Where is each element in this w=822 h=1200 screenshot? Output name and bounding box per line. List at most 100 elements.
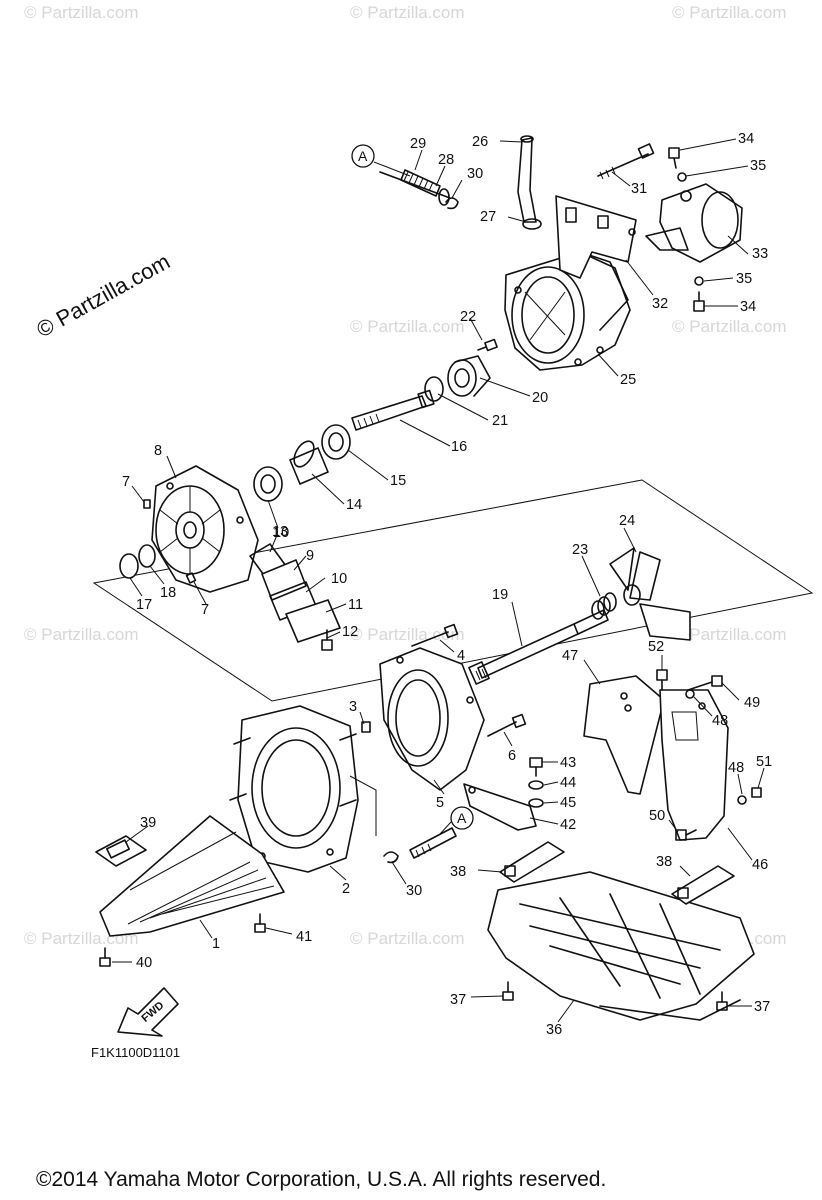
- part-40-bolt: [99, 947, 111, 967]
- part-35-top-washer: [677, 172, 687, 182]
- faint-watermark: © Partzilla.com: [24, 3, 139, 22]
- part-1-intake-grate: [99, 815, 285, 937]
- part-44-washer: [528, 780, 544, 790]
- part-49-bolt: [687, 675, 723, 691]
- part-27-clamp: [522, 218, 542, 230]
- callout-7-lower: 7: [201, 602, 209, 618]
- callout-30-upper: 30: [467, 166, 483, 182]
- callout-3: 3: [349, 699, 357, 715]
- part-48-washer-upper: [685, 689, 695, 699]
- part-23-spring: [591, 592, 617, 620]
- callout-1: 1: [212, 936, 220, 952]
- callout-46: 46: [752, 857, 768, 873]
- callout-7-upper: 7: [122, 474, 130, 490]
- callout-27: 27: [480, 209, 496, 225]
- assembly-boundary: [92, 479, 814, 702]
- callout-48-upper: 48: [712, 713, 728, 729]
- callout-33: 33: [752, 246, 768, 262]
- ref-mark-a-bottom: A: [457, 810, 467, 826]
- callout-40: 40: [136, 955, 152, 971]
- ref-circle-a-bottom: [450, 806, 474, 830]
- part-22-bolt: [477, 338, 498, 352]
- leader-lines: [112, 138, 765, 1023]
- part-34-top-bolt: [668, 147, 680, 169]
- part-32-bracket: [555, 195, 637, 279]
- callout-47: 47: [562, 648, 578, 664]
- fwd-arrow: FWD: [117, 987, 179, 1037]
- callout-10-lower: 10: [331, 571, 347, 587]
- callout-labels: 1 2 3 4 5 6 7 7 8 9 10 10 11 12 13 13 13…: [122, 131, 772, 1038]
- watermark-layer: © Partzilla.com © Partzilla.com © Partzi…: [24, 3, 787, 948]
- faint-watermark: © Partzilla.com: [350, 625, 465, 644]
- part-29-28-shaft: [379, 169, 451, 206]
- callout-8: 8: [154, 443, 162, 459]
- callout-14: 14: [346, 497, 362, 513]
- part-34-bottom-bolt: [693, 291, 705, 312]
- callout-37-right: 37: [754, 999, 770, 1015]
- part-20-cap: [447, 355, 491, 397]
- part-24-impeller: [609, 547, 691, 641]
- part-26-hose: [517, 135, 537, 223]
- part-50-bolt: [675, 829, 697, 841]
- part-9-plate: [261, 559, 307, 601]
- faint-watermark: © Partzilla.com: [672, 317, 787, 336]
- callout-26: 26: [472, 134, 488, 150]
- callout-21: 21: [492, 413, 508, 429]
- part-30-lower-clip: [383, 851, 399, 864]
- part-35-bottom-washer: [694, 276, 704, 286]
- callout-12: 12: [342, 624, 358, 640]
- callout-50: 50: [649, 808, 665, 824]
- callout-2: 2: [342, 881, 350, 897]
- part-4-bolt: [411, 623, 459, 647]
- part-6-bolt: [487, 713, 527, 737]
- callout-44: 44: [560, 775, 576, 791]
- part-21-o-ring: [424, 376, 444, 402]
- faint-watermark: © Partzilla.com: [24, 625, 139, 644]
- callout-51: 51: [756, 754, 772, 770]
- callout-11: 11: [348, 597, 363, 613]
- callout-29: 29: [410, 136, 426, 152]
- callout-16: 16: [451, 439, 467, 455]
- part-38-bracket-right: [671, 865, 735, 905]
- callout-52: 52: [648, 639, 664, 655]
- callout-13-label: 13: [272, 524, 288, 540]
- callout-31: 31: [631, 181, 647, 197]
- part-7-pin-lower: [185, 572, 197, 584]
- callout-45: 45: [560, 795, 576, 811]
- callout-5: 5: [436, 795, 444, 811]
- callout-43: 43: [560, 755, 576, 771]
- ref-mark-a-top: A: [358, 148, 368, 164]
- part-31-bolt: [597, 143, 655, 180]
- callout-17: 17: [136, 597, 152, 613]
- part-7-pin-upper: [143, 499, 151, 509]
- part-51-bolt: [751, 787, 762, 798]
- part-17-seal: [119, 553, 139, 579]
- faint-watermark: © Partzilla.com: [350, 929, 465, 948]
- brand-watermark: © Partzilla.com: [32, 249, 174, 343]
- faint-watermark: © Partzilla.com: [672, 625, 787, 644]
- callout-25: 25: [620, 372, 636, 388]
- faint-watermark: © Partzilla.com: [350, 317, 465, 336]
- figure-code: F1K1100D1101: [91, 1045, 180, 1060]
- part-8-impeller-housing: [151, 465, 259, 593]
- callout-32: 32: [652, 296, 668, 312]
- part-46-plate: [659, 689, 729, 841]
- callout-6: 6: [508, 748, 516, 764]
- part-37-bolt-left: [502, 981, 514, 1001]
- callout-42: 42: [560, 817, 576, 833]
- part-18-ring: [138, 544, 156, 568]
- part-43-bolt: [529, 757, 543, 777]
- callout-35-lower: 35: [736, 271, 752, 287]
- callout-41: 41: [296, 929, 312, 945]
- callout-30-lower: 30: [406, 883, 422, 899]
- part-36-ride-plate: [487, 871, 755, 1021]
- callout-49: 49: [744, 695, 760, 711]
- faint-watermark: © Partzilla.com: [350, 3, 465, 22]
- part-shaft-lower: [409, 827, 457, 859]
- callout-34-lower: 34: [740, 299, 756, 315]
- callout-20: 20: [532, 390, 548, 406]
- callout-4: 4: [457, 648, 465, 664]
- callout-34-upper: 34: [738, 131, 754, 147]
- callout-23: 23: [572, 542, 588, 558]
